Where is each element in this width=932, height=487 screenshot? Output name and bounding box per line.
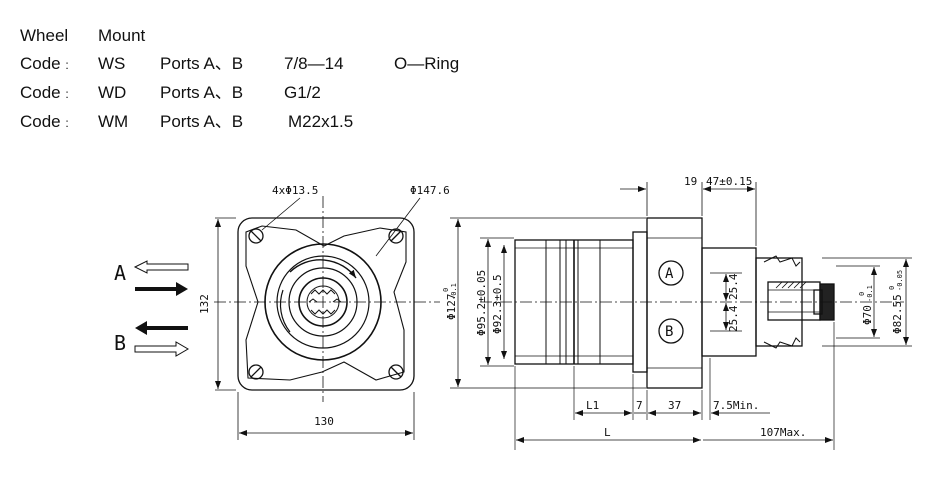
header-row-wd: Code : WD Ports A、B G1/2 <box>20 79 459 108</box>
dim-70-tol-bot: -0.1 <box>866 285 874 302</box>
port-a-label: A <box>114 261 126 285</box>
header-row-wm: Code : WM Ports A、B M22x1.5 <box>20 108 459 137</box>
dim-height: 132 <box>198 294 211 314</box>
dim-127-tol-top: 0 <box>442 288 450 292</box>
code-sep: : <box>65 58 69 72</box>
thread-value: 7/8—14 <box>284 54 344 73</box>
code-value: WS <box>98 54 126 73</box>
dim-107: 107Max. <box>760 426 806 439</box>
bolt-holes <box>248 228 404 380</box>
dim-7: 7 <box>636 399 643 412</box>
side-view <box>450 182 912 450</box>
dim-L1: L1 <box>586 399 599 412</box>
flange-outline <box>237 217 415 391</box>
code-label: Code <box>20 83 61 102</box>
dim-127: Φ127 <box>445 294 458 321</box>
side-port-a-label: A <box>665 266 674 282</box>
arrow-b-in <box>135 321 188 335</box>
side-port-b-label: B <box>665 324 673 340</box>
thread-value: G1/2 <box>284 83 321 102</box>
dim-L: L <box>604 426 611 439</box>
dim-pilot: Φ147.6 <box>410 184 450 197</box>
rotation-arc-top <box>289 259 357 279</box>
ports-label: Ports A、B <box>160 83 244 102</box>
dim-95: Φ95.2±0.05 <box>475 270 488 336</box>
code-label: Code <box>20 112 61 131</box>
flow-arrows: A B <box>114 260 189 357</box>
dim-82-tol-bot: -0.05 <box>896 270 904 291</box>
side-labels: 19 47±0.15 Φ127 0 -0.1 Φ95.2±0.05 Φ92.3±… <box>442 175 904 439</box>
dim-70-tol-top: 0 <box>858 292 866 296</box>
arrow-a-in <box>135 282 188 296</box>
title-mount: Mount <box>98 26 146 45</box>
code-sep: : <box>65 116 69 130</box>
thread-value: M22x1.5 <box>288 112 354 131</box>
dim-70: Φ70 <box>861 305 874 325</box>
mount-flange <box>646 217 703 389</box>
dim-19: 19 <box>684 175 697 188</box>
dim-bolt-holes: 4xΦ13.5 <box>272 184 318 197</box>
flange-inner-outline <box>245 225 407 381</box>
dim-82: Φ82.55 <box>891 294 904 334</box>
seal-value: O—Ring <box>394 54 460 73</box>
code-value: WD <box>98 83 127 102</box>
dim-25-bottom: 25.4 <box>727 305 740 332</box>
arrow-b-out <box>134 341 189 357</box>
front-view <box>214 196 440 440</box>
dim-width: 130 <box>314 415 334 428</box>
code-label: Code <box>20 54 61 73</box>
ports-label: Ports A、B <box>160 112 244 131</box>
dim-47: 47±0.15 <box>706 175 752 188</box>
header-table: Wheel Mount Code : WS Ports A、B 7/8—14 O… <box>20 22 459 137</box>
side-port-b <box>658 318 684 344</box>
arrow-a-out <box>133 260 189 274</box>
port-b-label: B <box>114 331 126 355</box>
code-value: WM <box>98 112 129 131</box>
header-row-title: Wheel Mount <box>20 22 459 50</box>
side-port-a <box>658 260 684 286</box>
dim-92: Φ92.3±0.5 <box>491 274 504 334</box>
ports-label: Ports A、B <box>160 54 244 73</box>
title-wheel: Wheel <box>20 26 69 45</box>
dim-82-tol-top: 0 <box>888 286 896 290</box>
dim-25-top: 25.4 <box>727 273 740 300</box>
header-row-ws: Code : WS Ports A、B 7/8—14 O—Ring <box>20 50 459 79</box>
dim-127-tol-bot: -0.1 <box>450 283 458 300</box>
code-sep: : <box>65 87 69 101</box>
dim-37: 37 <box>668 399 681 412</box>
front-labels: 4xΦ13.5 Φ147.6 132 130 <box>198 184 450 428</box>
dim-7-5: 7.5Min. <box>713 399 759 412</box>
